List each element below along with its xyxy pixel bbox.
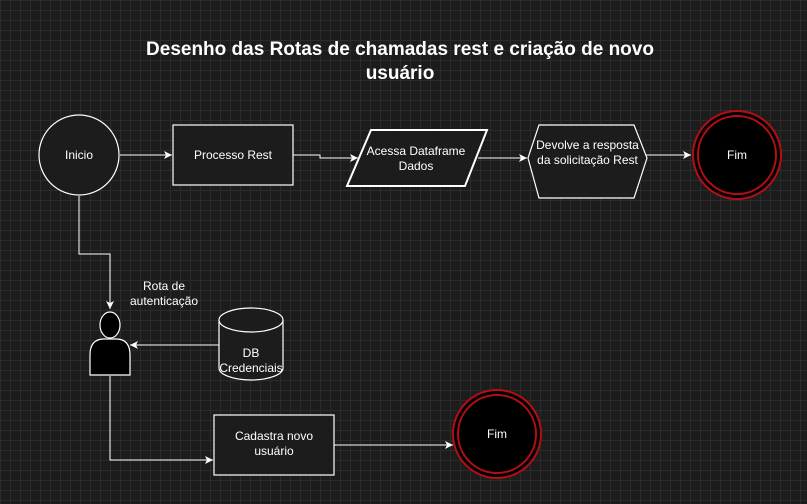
user-actor-icon [89,311,131,376]
end-top-label: Fim [727,147,747,162]
register-label: Cadastra novo usuário [234,429,314,458]
rest-process-node[interactable] [172,124,294,186]
end-bottom-inner-ring [457,394,537,474]
end-bottom-label: Fim [487,426,507,441]
start-label: Inicio [64,147,93,162]
rest-process-label: Processo Rest [193,147,273,162]
edge-user-to-register [109,376,213,464]
dataframe-label: Acessa Dataframe Dados [366,144,466,173]
diagram-title: Desenho das Rotas de chamadas rest e cri… [146,39,654,84]
end-top-inner-ring [697,115,777,195]
end-top-node[interactable] [692,110,782,200]
edge-rest-to-dataframe [293,154,358,162]
register-node[interactable] [213,414,335,476]
auth-route-label: Rota de autenticação [129,279,199,308]
start-node[interactable] [38,114,120,196]
dataframe-node[interactable] [345,129,489,187]
end-bottom-node[interactable] [452,389,542,479]
edge-start-to-user [78,196,114,309]
response-label: Devolve a resposta da solicitação Rest [536,138,639,167]
db-node[interactable] [218,307,284,381]
db-label: DB Credenciais [219,346,283,375]
response-node[interactable] [527,124,648,199]
